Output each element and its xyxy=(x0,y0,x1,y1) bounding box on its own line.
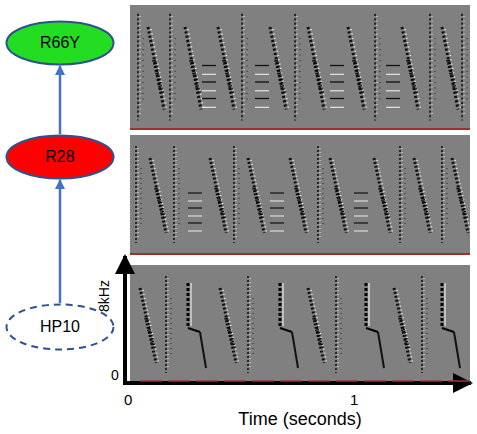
ellipse-node: R66Y xyxy=(5,20,115,66)
node-label: R28 xyxy=(45,148,74,166)
node-label: HP10 xyxy=(40,318,80,336)
spectrogram-panel xyxy=(130,265,470,382)
node-label: R66Y xyxy=(40,34,80,52)
axis-label: 0 xyxy=(124,392,132,407)
axis-label: 8kHz xyxy=(97,280,111,312)
axes xyxy=(123,256,471,383)
axis-label: 1 xyxy=(350,392,358,407)
ellipse-node: R28 xyxy=(5,134,115,180)
spectrogram-panel xyxy=(130,5,470,130)
arrow-connector xyxy=(59,180,62,303)
arrow-connector xyxy=(59,66,62,134)
spectrogram-panel xyxy=(130,135,471,255)
axis-label: 0 xyxy=(111,368,119,382)
axis-title: Time (seconds) xyxy=(238,410,361,428)
